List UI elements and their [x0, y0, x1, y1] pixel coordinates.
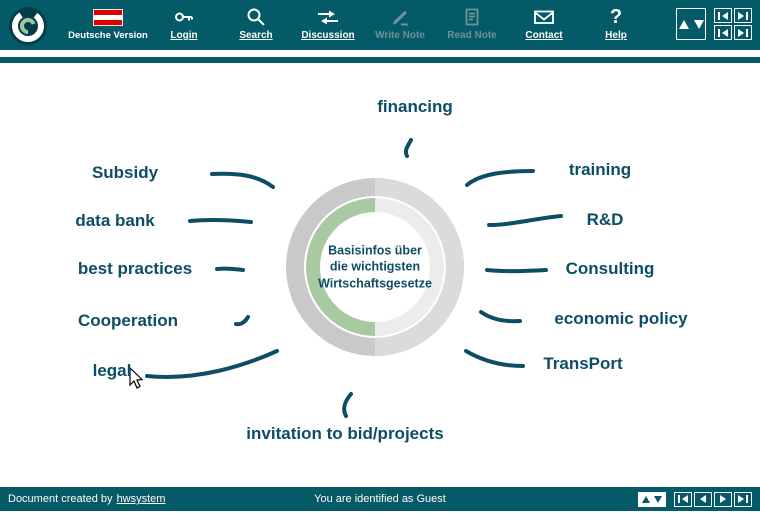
up-arrow-icon [678, 19, 689, 29]
down-arrow-icon [654, 495, 662, 503]
node-economic-policy[interactable]: economic policy [554, 309, 688, 328]
node-data-bank[interactable]: data bank [75, 211, 155, 230]
login-icon [173, 6, 195, 28]
contact-icon [532, 6, 556, 28]
left-arrow-icon [682, 495, 688, 503]
center-title-line: die wichtigsten [329, 259, 421, 274]
node-training[interactable]: training [568, 160, 632, 179]
nav-next-button[interactable] [734, 25, 752, 40]
connector-best-practices [215, 266, 245, 272]
node-transport[interactable]: TransPort [543, 354, 623, 373]
page-nav-grid [714, 8, 752, 40]
mindmap-graphics [129, 138, 563, 418]
search-icon [245, 6, 267, 28]
help-icon: ? [609, 6, 623, 28]
right-arrow-icon [738, 11, 744, 20]
hwsystem-link[interactable]: hwsystem [116, 493, 166, 505]
nav-item-login[interactable]: Login [148, 4, 220, 41]
write-note-icon [389, 6, 411, 28]
footer-last-button[interactable] [734, 491, 752, 507]
footer-next-button[interactable] [714, 491, 732, 507]
topbar-controls [676, 4, 752, 40]
node-best-practices[interactable]: best practices [77, 259, 193, 278]
nav-item-read-note: Read Note [436, 4, 508, 41]
center-title: Basisinfos über die wichtigsten Wirtscha… [318, 243, 432, 292]
header-rule [0, 57, 760, 63]
nav-item-label: Contact [525, 30, 563, 41]
read-note-icon [461, 6, 483, 28]
nav-item-label: Login [170, 30, 198, 41]
connector-financing [403, 138, 413, 158]
node-financing[interactable]: financing [377, 97, 453, 116]
connector-cooperation [234, 315, 250, 327]
footer-page-nav [674, 491, 752, 507]
bottom-margin [0, 511, 760, 519]
austrian-flag-icon [93, 8, 123, 26]
nav-item-label: Discussion [301, 30, 355, 41]
node-invitation[interactable]: invitation to bid/projects [246, 424, 444, 443]
footer-bar: You are identified as Guest Document cre… [0, 487, 760, 511]
nav-item-write-note: Write Note [364, 4, 436, 41]
language-switch[interactable]: Deutsche Version [68, 4, 148, 41]
nav-prev-button[interactable] [714, 25, 732, 40]
footer-prev-button[interactable] [694, 491, 712, 507]
header-gap [0, 50, 760, 57]
connector-rd [487, 214, 563, 227]
connector-economic-policy [479, 310, 522, 324]
node-rd[interactable]: R&D [586, 210, 624, 229]
nav-item-label: Write Note [375, 30, 425, 41]
down-arrow-icon [693, 19, 704, 29]
scroll-updown-control[interactable] [676, 8, 706, 40]
node-legal[interactable]: legal [92, 361, 132, 380]
connector-legal [145, 349, 279, 379]
left-arrow-icon [700, 495, 706, 503]
nav-item-search[interactable]: Search [220, 4, 292, 41]
footer-first-button[interactable] [674, 491, 692, 507]
right-arrow-icon [738, 495, 744, 503]
node-subsidy[interactable]: Subsidy [91, 163, 159, 182]
mindmap: financing Subsidy data bank best practic… [0, 63, 760, 487]
left-arrow-icon [722, 28, 728, 37]
footer-updown-control[interactable] [638, 491, 666, 507]
footer-controls [638, 491, 752, 507]
identity-status: You are identified as Guest [314, 493, 446, 505]
connector-transport [464, 349, 525, 368]
nav-item-label: Help [605, 30, 627, 41]
topbar: Deutsche Version Login Search [0, 0, 760, 50]
connector-data-bank [188, 217, 253, 224]
nav-item-help[interactable]: ? Help [580, 4, 652, 41]
center-hub[interactable] [286, 178, 464, 356]
created-by-text: Document created by hwsystem [8, 493, 165, 505]
node-consulting[interactable]: Consulting [565, 259, 655, 278]
center-title-line: Wirtschaftsgesetze [318, 276, 432, 291]
mouse-cursor [129, 366, 144, 389]
up-arrow-icon [642, 495, 650, 503]
discussion-icon [316, 6, 340, 28]
nav-last-button[interactable] [734, 8, 752, 23]
nav-item-discussion[interactable]: Discussion [292, 4, 364, 41]
nav-first-button[interactable] [714, 8, 732, 23]
app-logo-icon [9, 7, 47, 45]
connector-subsidy [210, 171, 275, 189]
left-arrow-icon [722, 11, 728, 20]
created-by-prefix: Document created by [8, 493, 113, 505]
connector-invitation [342, 392, 353, 418]
center-title-line: Basisinfos über [328, 243, 422, 258]
nav-item-label: Search [239, 30, 273, 41]
node-cooperation[interactable]: Cooperation [77, 311, 179, 330]
nav-item-label: Read Note [447, 30, 497, 41]
right-arrow-icon [738, 28, 744, 37]
nav-item-contact[interactable]: Contact [508, 4, 580, 41]
connector-training [465, 169, 535, 187]
language-label: Deutsche Version [68, 30, 148, 41]
app-logo[interactable] [6, 4, 50, 48]
connector-consulting [485, 268, 548, 274]
right-arrow-icon [720, 495, 726, 503]
